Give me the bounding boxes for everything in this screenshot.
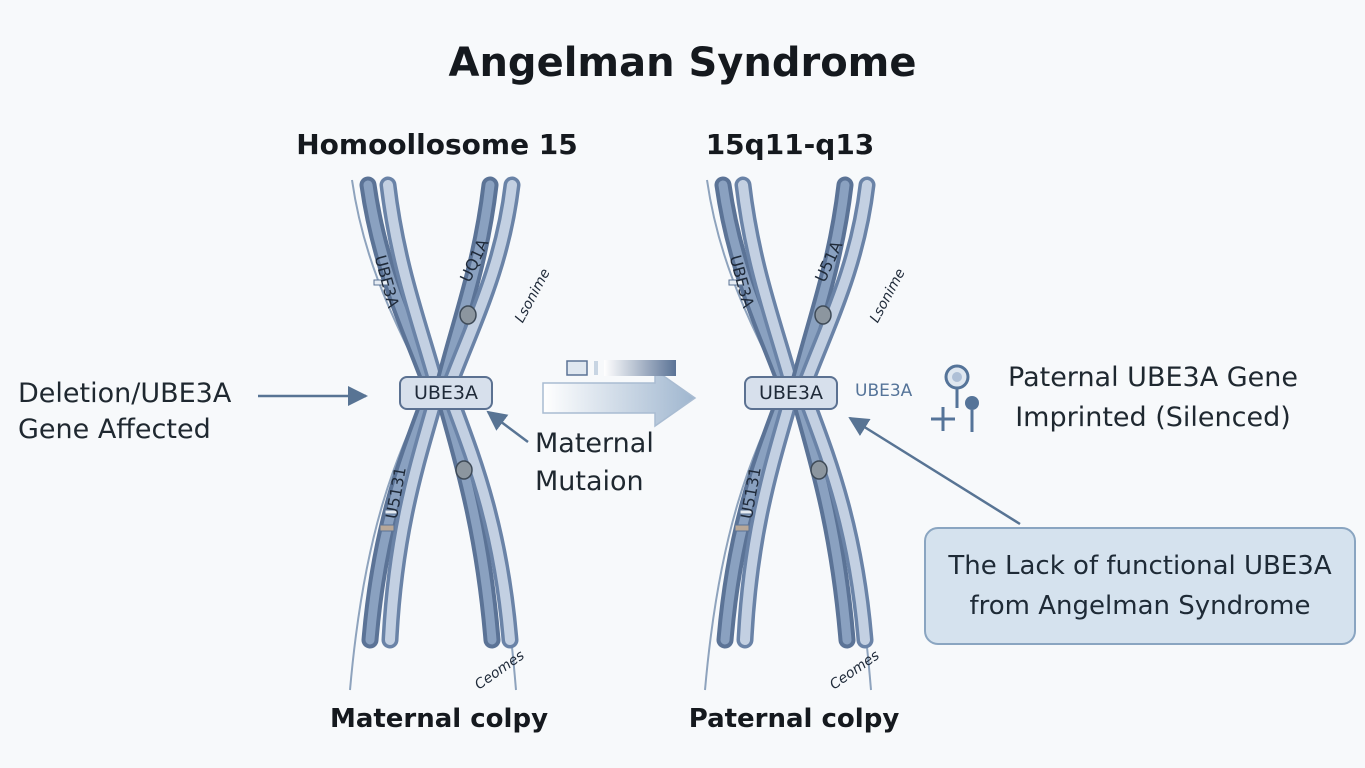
maternal-mutation-label: Maternal Mutaion xyxy=(535,425,654,501)
maternal-mutation-line2: Mutaion xyxy=(535,466,644,497)
maternal-centromere-label: UBE3A xyxy=(399,376,493,410)
maternal-header: Homoollosome 15 xyxy=(296,128,578,161)
deletion-label: Deletion/UBE3A Gene Affected xyxy=(18,376,231,448)
deletion-label-line2: Gene Affected xyxy=(18,414,211,445)
paternal-footer: Paternal colpy xyxy=(688,704,900,734)
paternal-centromere-label: UBE3A xyxy=(744,376,838,410)
imprint-note-line1: Paternal UBE3A Gene xyxy=(1008,362,1299,393)
explanation-box: The Lack of functional UBE3A from Angelm… xyxy=(924,527,1356,645)
explanation-line2: from Angelman Syndrome xyxy=(969,591,1311,621)
maternal-mutation-line1: Maternal xyxy=(535,428,654,459)
page-title: Angelman Syndrome xyxy=(448,40,917,86)
explanation-arrow xyxy=(848,416,1021,526)
maternal-footer: Maternal colpy xyxy=(329,704,549,734)
bar-icon-gradient xyxy=(604,360,676,376)
deletion-label-line1: Deletion/UBE3A xyxy=(18,378,232,409)
imprint-note: Paternal UBE3A Gene Imprinted (Silenced) xyxy=(1008,358,1298,438)
bar-icon-divider xyxy=(594,361,598,375)
transition-arrow xyxy=(542,368,697,428)
paternal-side-gene-label: UBE3A xyxy=(855,381,913,401)
explanation-line1: The Lack of functional UBE3A xyxy=(948,551,1332,581)
imprint-symbol-icon xyxy=(931,364,979,432)
imprint-note-line2: Imprinted (Silenced) xyxy=(1015,402,1291,433)
bar-icon-small xyxy=(566,360,588,376)
maternal-mutation-arrow xyxy=(486,410,529,443)
paternal-header: 15q11-q13 xyxy=(705,128,875,161)
